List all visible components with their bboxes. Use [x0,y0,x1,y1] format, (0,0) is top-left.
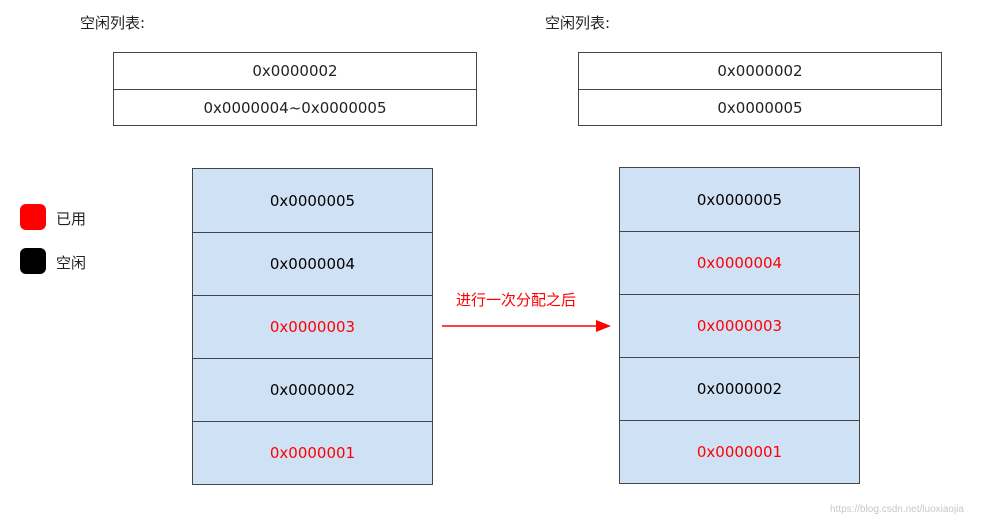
free-list-row: 0x0000002 [717,62,803,80]
right-free-list-table: 0x0000002 0x0000005 [578,52,942,126]
memory-block-0x0000005: 0x0000005 [620,168,859,231]
left-free-list-table: 0x0000002 0x0000004~0x0000005 [113,52,477,126]
free-list-row: 0x0000004~0x0000005 [114,89,476,125]
watermark: https://blog.csdn.net/luoxiaojia [830,504,964,515]
legend-free-swatch [20,248,46,274]
legend-used-swatch [20,204,46,230]
free-list-row: 0x0000002 [252,62,338,80]
arrow-label: 进行一次分配之后 [456,291,577,309]
free-list-row: 0x0000005 [579,89,941,125]
memory-block-0x0000005: 0x0000005 [193,169,432,232]
right-free-list-heading: 空闲列表: [545,14,611,32]
memory-block-0x0000001: 0x0000001 [193,421,432,484]
legend-free-label: 空闲 [56,254,87,272]
memory-block-0x0000003: 0x0000003 [620,294,859,357]
left-free-list-heading: 空闲列表: [80,14,146,32]
memory-block-0x0000002: 0x0000002 [193,358,432,421]
allocation-arrow-icon [442,320,611,332]
memory-block-0x0000002: 0x0000002 [620,357,859,420]
memory-block-0x0000003: 0x0000003 [193,295,432,358]
memory-block-0x0000004: 0x0000004 [193,232,432,295]
memory-block-0x0000001: 0x0000001 [620,420,859,483]
memory-block-0x0000004: 0x0000004 [620,231,859,294]
legend-used-label: 已用 [56,210,87,228]
